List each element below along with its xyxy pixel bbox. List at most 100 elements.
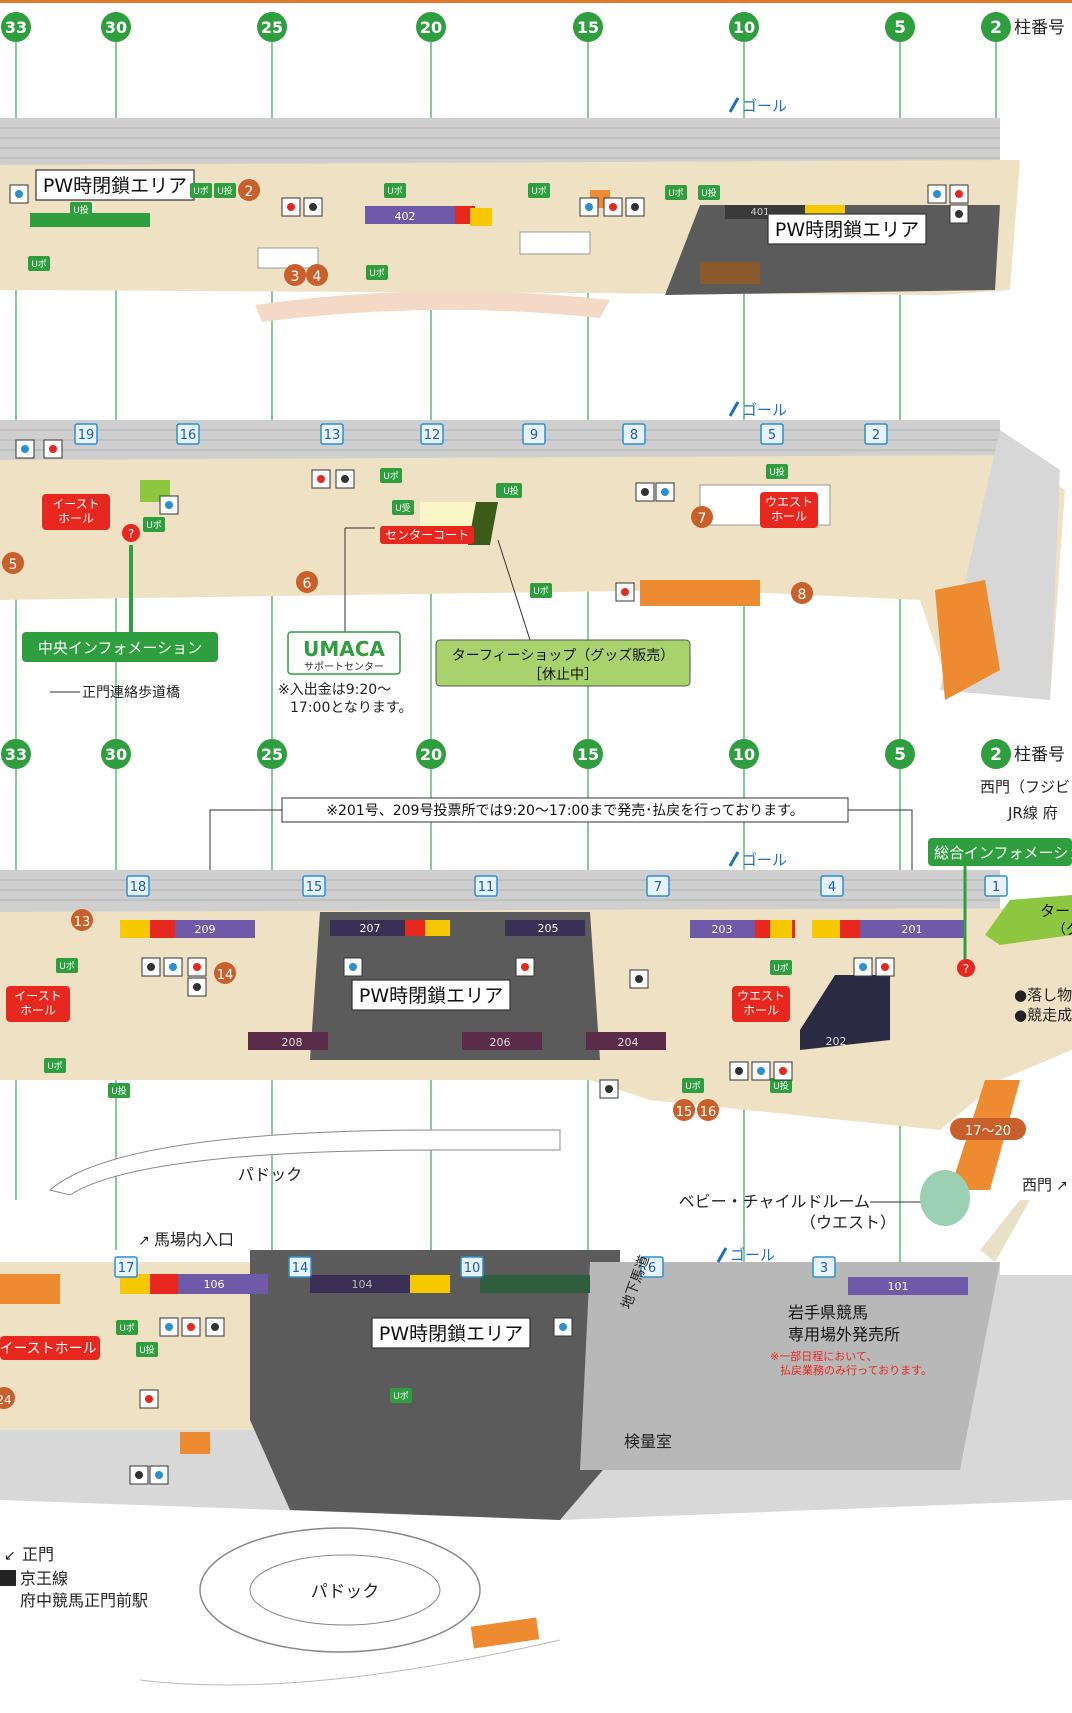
booth-4f-402-label: 402 xyxy=(395,210,416,223)
turfy-shop-status: ［休止中］ xyxy=(528,667,598,683)
pw-area-label-4f-right: PW時閉鎖エリア xyxy=(775,219,919,241)
svg-text:?: ? xyxy=(128,527,134,541)
gate-3f-badge-13 xyxy=(320,423,344,445)
notice-2f: ※201号、209号投票所では9:20〜17:00まで発売･払戻を行っております… xyxy=(326,803,803,819)
u-3f-badge-5 xyxy=(530,583,552,598)
turfy-right-box xyxy=(985,895,1072,945)
booth-2f-209-label: 209 xyxy=(195,923,216,936)
goal-label-3f: ゴール xyxy=(742,401,787,419)
east-hall-2f-label: イーストホール xyxy=(14,989,61,1017)
gate-3f-13: 13 xyxy=(324,428,341,443)
pillar-number-2: 2 xyxy=(990,18,1002,38)
east-hall-1f xyxy=(0,1336,100,1360)
gate-2f-1: 1 xyxy=(992,880,1000,895)
stair-marker-3f-6: 6 xyxy=(303,576,312,592)
central-info-label: 中央インフォメーション xyxy=(38,639,202,657)
goal-label-2f: ゴール xyxy=(742,851,787,869)
booth-4f-403 xyxy=(30,213,150,227)
u-4f-label-8: Uポ xyxy=(369,268,385,279)
svg-text:↗: ↗ xyxy=(138,1233,150,1249)
central-info-box xyxy=(22,632,218,662)
lost-found-label: ●落し物 xyxy=(1014,986,1072,1004)
gate-3f-12: 12 xyxy=(424,428,441,443)
gate-2f-badge-18 xyxy=(126,875,150,897)
paddock-label-2f: パドック xyxy=(238,1165,302,1184)
keio-station-label: 府中競馬正門前駅 xyxy=(20,1591,148,1610)
booth-1f-106-label: 106 xyxy=(204,1278,225,1291)
iwate-note-2: 払戻業務のみ行っております。 xyxy=(780,1363,932,1377)
weigh-room-label: 検量室 xyxy=(624,1432,672,1451)
gate-1f-badge-10 xyxy=(460,1256,484,1278)
umaca-support-box xyxy=(287,631,401,675)
bridge-label: 正門連絡歩道橋 xyxy=(82,685,180,701)
umaca-note-1: ※入出金は9:20〜 xyxy=(278,682,391,698)
turfy-shop-label: ターフィーショップ（グッズ販売） xyxy=(452,648,675,664)
west-hall-2f xyxy=(732,986,790,1022)
pillar-number-circle-5 xyxy=(885,12,915,42)
booth-1f-101-label: 101 xyxy=(888,1280,909,1293)
turfy-right-label-2: （グ xyxy=(1052,922,1072,938)
pillar-number-33: 33 xyxy=(5,18,27,37)
pillar-number-mid-circle-33 xyxy=(1,739,31,769)
stair-marker-3f-5: 5 xyxy=(9,557,18,573)
gate-3f-19: 19 xyxy=(78,428,95,443)
booth-2f-206-label: 206 xyxy=(490,1036,511,1049)
gate-3f-badge-12 xyxy=(420,423,444,445)
gate-1f-10: 10 xyxy=(464,1261,481,1276)
gate-2f-badge-1 xyxy=(984,875,1008,897)
pillar-number-mid-circle-30 xyxy=(101,739,131,769)
iwate-label: 岩手県競馬 xyxy=(788,1303,868,1322)
u-4f-badge-2 xyxy=(70,202,92,217)
stair-marker-4f-3: 3 xyxy=(291,269,300,285)
pw-area-label-1f: PW時閉鎖エリア xyxy=(379,1323,523,1345)
gate-1f-badge-17 xyxy=(114,1256,138,1278)
floor-4f: 402 403 401 PW時閉鎖エリア PW時閉鎖エリア ゴール 2 3 4 … xyxy=(0,97,1020,322)
u-1f-label-2: Uポ xyxy=(393,1391,409,1402)
booth-4f-402 xyxy=(365,206,455,224)
u-3f-badge-2 xyxy=(392,500,414,515)
gate-2f-badge-7 xyxy=(646,875,670,897)
u-4f-label-1: U投 xyxy=(217,185,233,197)
u-3f-label-0: Uポ xyxy=(146,520,162,531)
pillar-number-25: 25 xyxy=(261,18,283,37)
u-2f-badge-3 xyxy=(682,1078,704,1093)
u-1f-badge-1 xyxy=(136,1342,158,1357)
iwate-sub-label: 専用場外発売所 xyxy=(788,1325,900,1344)
u-1f-badge-0 xyxy=(116,1320,138,1335)
gate-1f-6: 6 xyxy=(648,1261,656,1276)
west-gate-top-label: 西門（フジビュー xyxy=(980,778,1072,796)
svg-text:?: ? xyxy=(963,962,969,976)
pillar-number-mid-circle-5 xyxy=(885,739,915,769)
pillar-number-mid-10: 10 xyxy=(733,745,755,764)
stair-marker-3f-7: 7 xyxy=(698,511,707,527)
u-4f-label-5: Uポ xyxy=(531,186,547,197)
gate-1f-3: 3 xyxy=(820,1261,828,1276)
gate-3f-badge-8 xyxy=(622,423,646,445)
balcony-4f xyxy=(255,291,610,322)
east-hall-3f-label: イーストホール xyxy=(52,497,99,525)
u-3f-label-6: U投 xyxy=(503,485,519,497)
u-2f-badge-1 xyxy=(108,1083,130,1098)
pw-area-box-4f xyxy=(35,169,195,201)
u-4f-label-2: U投 xyxy=(73,204,89,216)
u-3f-label-1: Uポ xyxy=(383,471,399,482)
pillar-number-mid-30: 30 xyxy=(105,745,127,764)
center-court-box xyxy=(380,526,474,544)
u-2f-badge-5 xyxy=(770,1078,792,1093)
top-rule xyxy=(0,0,1072,3)
pillar-number-20: 20 xyxy=(420,18,442,37)
gate-3f-8: 8 xyxy=(630,428,638,443)
u-2f-badge-4 xyxy=(770,960,792,975)
gate-3f-badge-2 xyxy=(864,423,888,445)
gate-3f-badge-9 xyxy=(522,423,546,445)
baby-room-label: ベビー・チャイルドルーム xyxy=(679,1192,870,1211)
jr-line-label: JR線 府 xyxy=(1007,804,1058,822)
u-3f-label-2: U受 xyxy=(395,502,411,514)
gate-2f-badge-4 xyxy=(820,875,844,897)
iwate-note-1: ※一部日程において、 xyxy=(770,1349,877,1363)
stair-marker-2f-15: 15 xyxy=(676,1105,693,1120)
booth-2f-204-label: 204 xyxy=(618,1036,639,1049)
umaca-logo: UMACA xyxy=(303,637,385,661)
